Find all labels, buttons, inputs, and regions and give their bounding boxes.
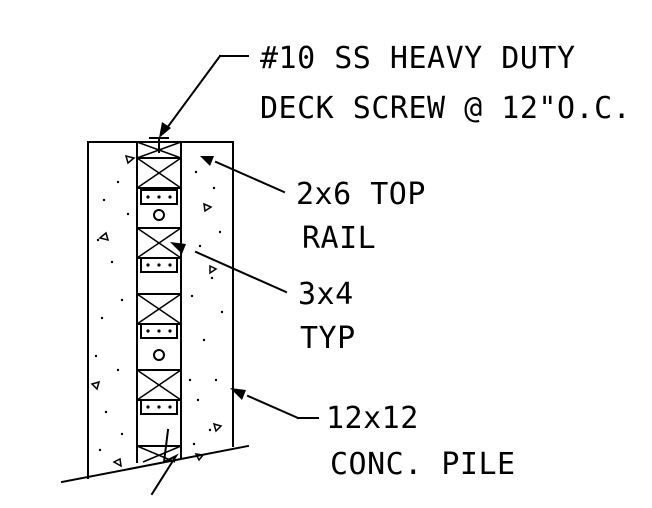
top-rail-callout-line1: 2x6 TOP <box>296 177 426 212</box>
pile-callout-line2: CONC. PILE <box>330 447 516 482</box>
pile-callout-line1: 12x12 <box>326 401 419 436</box>
top-rail-callout-line2: RAIL <box>302 221 376 256</box>
member-callout-line1: 3x4 <box>298 277 354 312</box>
member-callout-line2: TYP <box>300 321 356 356</box>
leader-member <box>170 242 288 294</box>
leader-top-rail <box>200 156 286 194</box>
screw-callout-line1: #10 SS HEAVY DUTY <box>260 41 576 76</box>
leader-pile <box>230 388 319 420</box>
top-rail-2x6 <box>136 137 182 159</box>
screw-callout-line2: DECK SCREW @ 12"O.C. <box>260 91 631 126</box>
rail-members <box>136 157 182 496</box>
concrete-stipple <box>90 154 224 468</box>
leader-screw <box>159 54 249 138</box>
